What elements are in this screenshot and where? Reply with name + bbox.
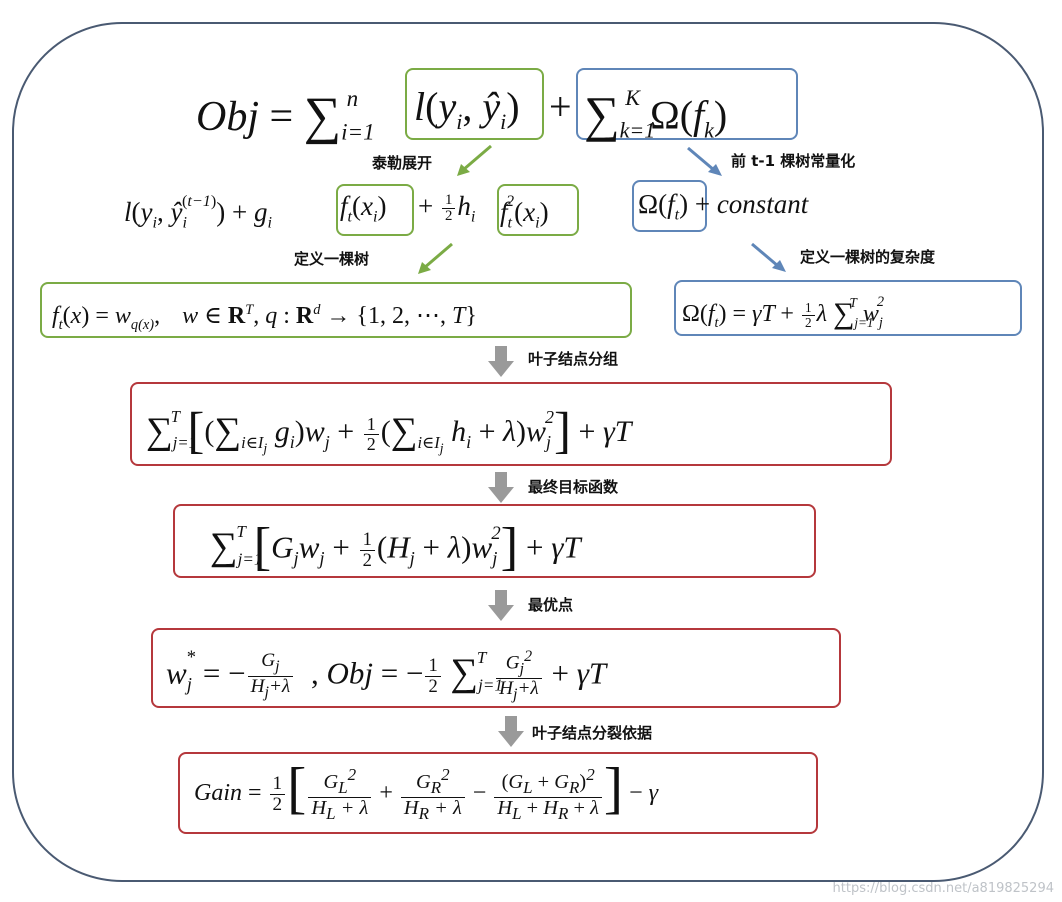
tree-definition-formula: ft(x) = wq(x), w ∈ RT, q : Rd → {1, 2, ⋯… bbox=[52, 302, 477, 333]
regularization-term: ∑k=1K Ω(fk) bbox=[584, 85, 728, 143]
label-define-tree: 定义一棵树 bbox=[294, 250, 370, 268]
step-arrow-2 bbox=[488, 472, 514, 503]
label-define-complexity: 定义一棵树的复杂度 bbox=[800, 248, 936, 266]
step-arrow-3 bbox=[488, 590, 514, 621]
arrow-taylor bbox=[457, 144, 492, 176]
omega-ft-constant-formula: Ω(ft) + constant bbox=[638, 189, 809, 224]
label-optimal: 最优点 bbox=[528, 596, 574, 614]
constant-text: constant bbox=[716, 189, 809, 219]
step-arrow-4 bbox=[498, 716, 524, 747]
loss-term: l(yi, ŷi) bbox=[414, 84, 520, 134]
second-order-term-box bbox=[497, 184, 579, 236]
arrow-constant bbox=[687, 146, 722, 176]
objective-formula: Obj = ∑i=1n bbox=[196, 84, 375, 145]
leaf-group-box bbox=[130, 382, 892, 466]
label-prev-trees: 前 t-1 棵树常量化 bbox=[731, 152, 856, 170]
omega-ft-box bbox=[632, 180, 707, 232]
step-arrow-1 bbox=[488, 346, 514, 377]
watermark: https://blog.csdn.net/a819825294 bbox=[832, 881, 1054, 896]
label-leaf-group: 叶子结点分组 bbox=[528, 350, 619, 368]
second-order-term: ft2(xi) bbox=[500, 192, 549, 232]
first-order-term-box bbox=[336, 184, 414, 236]
taylor-expansion-formula: l(yi, ŷi(t−1)) + gi bbox=[124, 192, 273, 232]
first-order-term: ft(xi) bbox=[340, 191, 387, 226]
gain-box bbox=[178, 752, 818, 834]
diagram-frame bbox=[12, 22, 1044, 882]
optimal-point-box bbox=[151, 628, 841, 708]
label-split-criterion: 叶子结点分裂依据 bbox=[532, 724, 653, 742]
arrow-define-tree bbox=[418, 242, 453, 274]
tree-definition-box bbox=[40, 282, 632, 338]
regularization-term-box bbox=[576, 68, 798, 140]
label-taylor: 泰勒展开 bbox=[372, 154, 433, 172]
loss-term-box bbox=[405, 68, 544, 140]
complexity-box bbox=[674, 280, 1022, 336]
arrow-define-complexity bbox=[751, 242, 786, 272]
plus-sign: + bbox=[549, 84, 572, 129]
gain-text: Gain bbox=[194, 780, 242, 806]
label-final-objective: 最终目标函数 bbox=[528, 478, 619, 496]
final-objective-box bbox=[173, 504, 816, 578]
